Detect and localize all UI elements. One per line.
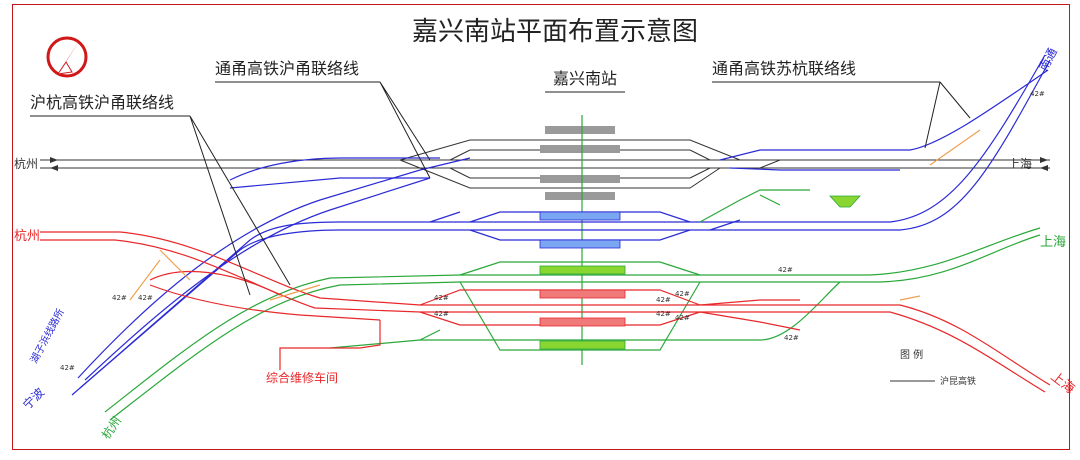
callout-leader-1 [379, 81, 431, 179]
svg-text:42#: 42# [778, 266, 793, 274]
green-line-tracks [104, 189, 1041, 421]
red-platforms [539, 289, 626, 327]
endpoint-hangzhou-red: 杭州 [14, 229, 40, 244]
svg-text:42#: 42# [434, 310, 449, 318]
svg-text:42#: 42# [434, 294, 449, 302]
orange-connector-tracks [129, 129, 981, 301]
endpoint-ningbo: 宁波 [20, 385, 48, 413]
diagram-frame [12, 4, 1070, 450]
black-line-tracks [40, 139, 1050, 189]
callout-shanghai-ningbo-link: 通甬高铁沪甬联络线 [215, 59, 359, 78]
callout-leader-2 [924, 81, 971, 149]
endpoint-shanghai-green: 上海 [1040, 235, 1066, 250]
blue-platforms [539, 211, 621, 249]
depot-label: 综合维修车间 [266, 370, 338, 385]
legend-heading: 图 例 [900, 348, 923, 361]
endpoint-hangzhou-green: 杭州 [98, 413, 124, 441]
lake-station-label: 湖子浜线路所 [27, 306, 67, 365]
svg-text:42#: 42# [60, 364, 75, 372]
green-platforms [539, 265, 626, 350]
endpoint-shanghai-black: 上海 [1008, 156, 1032, 171]
station-label: 嘉兴南站 [553, 69, 617, 88]
blue-line-tracks [71, 54, 1051, 396]
svg-text:42#: 42# [784, 334, 799, 342]
depot-shape-green [829, 195, 861, 208]
svg-text:42#: 42# [112, 294, 127, 302]
svg-text:42#: 42# [138, 294, 153, 302]
svg-text:42#: 42# [656, 296, 671, 304]
red-line-tracks [40, 231, 1051, 393]
legend-item: 沪昆高铁 [940, 375, 976, 387]
black-line-arrows [50, 157, 1048, 171]
north-arrow-icon [46, 36, 88, 78]
diagram-title: 嘉兴南站平面布置示意图 [412, 17, 698, 47]
endpoint-nantong: 南通 [1035, 45, 1060, 73]
svg-text:42#: 42# [1030, 90, 1045, 98]
switch-labels: 42# 42# 42# 42# 42# 42# 42# 42# 42# 42# … [60, 90, 1045, 372]
endpoint-shanghai-red: 上海 [1048, 369, 1078, 397]
svg-text:42#: 42# [675, 290, 690, 298]
svg-text:42#: 42# [656, 310, 671, 318]
svg-text:42#: 42# [675, 314, 690, 322]
callout-hangzhou-ningbo-link: 沪杭高铁沪甬联络线 [30, 93, 174, 112]
gray-platforms [540, 126, 620, 200]
callout-leader-3 [189, 115, 291, 296]
callout-suzhou-hangzhou-link: 通甬高铁苏杭联络线 [712, 59, 856, 78]
endpoint-hangzhou-black: 杭州 [14, 156, 38, 171]
